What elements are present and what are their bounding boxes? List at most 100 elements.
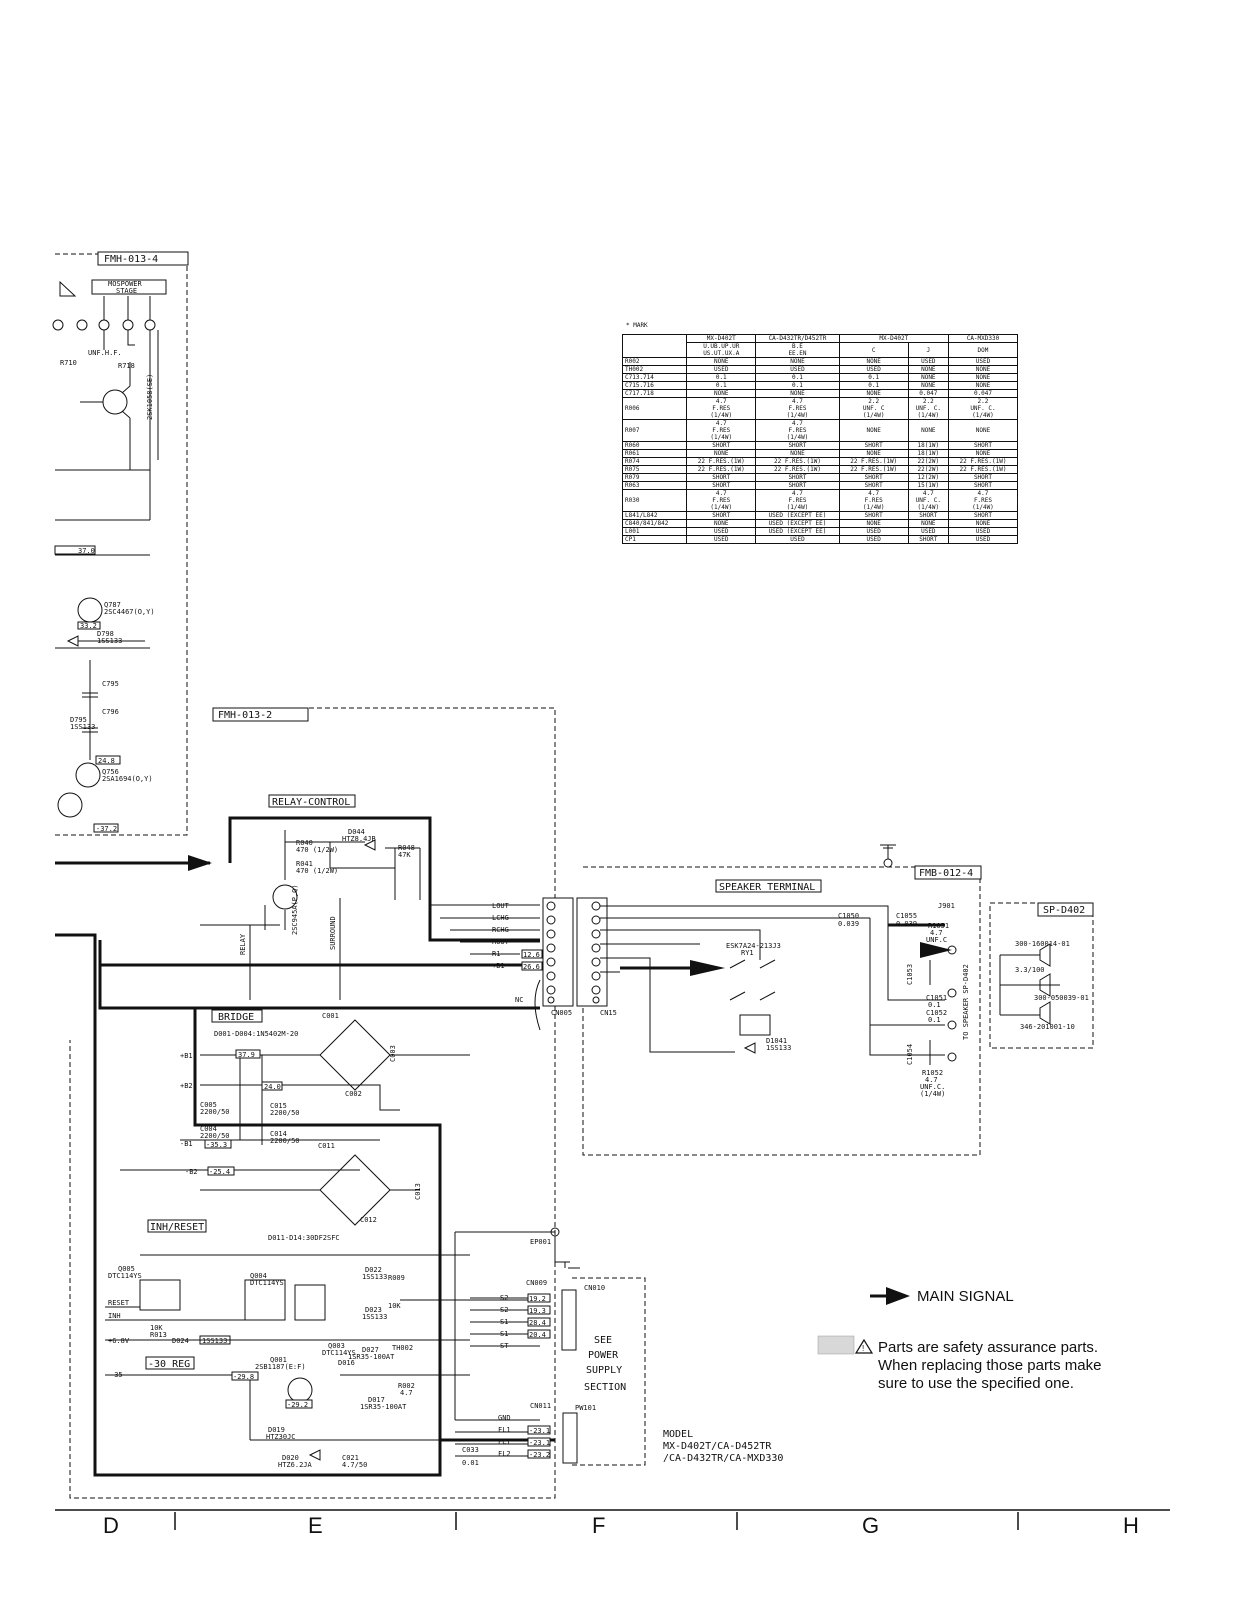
bm1-label: -B1: [180, 1140, 193, 1148]
sp3-label: 300-050039-01: [1034, 994, 1089, 1002]
ry1-label: RY1: [741, 949, 754, 957]
q001v-label: 2SB1187(E:F): [255, 1363, 306, 1371]
c004v-label: 2200/50: [200, 1132, 230, 1140]
table-cell: NONE: [907, 519, 949, 528]
table-cell: NONE: [907, 373, 949, 382]
c005v-label: 2200/50: [200, 1108, 230, 1116]
table-cell: NONE: [947, 373, 1019, 382]
table-cell: 0.1: [838, 373, 909, 382]
safety-shade-swatch: [817, 1335, 855, 1355]
table-row-ref: R079: [621, 473, 688, 482]
c015-label: C015: [270, 1102, 287, 1110]
d027-label: D027: [362, 1346, 379, 1354]
mospower-label: MOSPOWER: [108, 280, 143, 288]
speaker-thick: [620, 923, 945, 970]
see-label-2: POWER: [588, 1350, 619, 1361]
d019v-label: HTZ30JC: [266, 1433, 296, 1441]
table-cell: NONE: [686, 389, 757, 398]
r048v-label: 47K: [398, 851, 411, 859]
table-row-ref: TH002: [621, 365, 688, 374]
d017v-label: 1SR35-100AT: [360, 1403, 407, 1411]
c002-label: C002: [345, 1090, 362, 1098]
r1052v-label: 4.7: [925, 1076, 938, 1084]
table-cell: 2.2 UNF. C. (1/4W): [947, 397, 1019, 420]
v372-label: -37.2: [96, 825, 117, 833]
mark-sub-4: J: [907, 342, 949, 358]
safety-line-1: Parts are safety assurance parts.: [878, 1339, 1098, 1356]
j901-label: J901: [938, 902, 955, 910]
r009v-label: 10K: [388, 1302, 401, 1310]
table-row-ref: R030: [621, 489, 688, 512]
inh-label: INH: [108, 1312, 121, 1320]
warning-triangle-icon: [854, 1338, 874, 1354]
esk-label: ESK7A24-213J3: [726, 942, 781, 950]
q787v-label: 2SC4467(O,Y): [104, 608, 155, 616]
table-cell: SHORT: [838, 481, 909, 490]
column-label-h: H: [1123, 1513, 1139, 1538]
table-cell: SHORT: [686, 473, 757, 482]
power-connectors: EP001 CN009 CN010 SEE POWER SUPPLY SECTI…: [454, 1227, 646, 1467]
reset-label: RESET: [108, 1299, 130, 1307]
main-signal-arrow-2: [690, 960, 725, 976]
table-row-ref: C717.718: [621, 389, 688, 398]
c1054-label: C1054: [906, 1044, 914, 1065]
cn005-cn15-connectors: CN005 CN15 NC LOUT LCHG RCHG ROUT R1 +B1…: [430, 897, 617, 1031]
table-cell: SHORT: [838, 441, 909, 450]
table-cell: 22 F.RES.(1W): [838, 457, 909, 466]
d044-label: D044: [348, 828, 365, 836]
table-cell: SHORT: [686, 511, 757, 520]
block-label-fmh0132: FMH-013-2: [218, 710, 272, 721]
table-cell: 4.7 F.RES (1/4W): [755, 489, 840, 512]
model-block: MODEL MX-D402T/CA-D452TR /CA-D432TR/CA-M…: [663, 1429, 783, 1464]
table-cell: USED: [686, 527, 757, 536]
table-cell: NONE: [947, 381, 1019, 390]
c795-label: C795: [102, 680, 119, 688]
table-cell: 22 F.RES.(1W): [947, 465, 1019, 474]
table-cell: USED (EXCEPT EE): [755, 519, 840, 528]
c014-label: C014: [270, 1130, 287, 1138]
c004-label: C004: [200, 1125, 217, 1133]
table-cell: 4.7 F.RES (1/4W): [947, 489, 1019, 512]
unfhf-label: UNF.H.F.: [88, 349, 122, 357]
table-cell: NONE: [947, 519, 1019, 528]
table-cell: 22 F.RES.(1W): [755, 465, 840, 474]
d023v-label: 1SS133: [362, 1313, 387, 1321]
table-cell: 4.7 F.RES (1/4W): [755, 419, 840, 442]
table-cell: USED: [907, 527, 949, 536]
cn011-label: CN011: [530, 1402, 551, 1410]
c033-label: C033: [462, 1446, 479, 1454]
table-cell: USED: [686, 365, 757, 374]
table-row-ref: R002: [621, 357, 688, 366]
block-label-fmb0124: FMB-012-4: [919, 868, 973, 879]
c005-label: C005: [200, 1101, 217, 1109]
table-cell: USED: [755, 535, 840, 544]
v-fct-label: -23.1: [529, 1439, 550, 1447]
block-label-spd402: SP-D402: [1043, 905, 1085, 916]
table-cell: 4.7 UNF. C. (1/4W): [907, 489, 949, 512]
v-bm2-label: -25.4: [209, 1168, 230, 1176]
table-cell: SHORT: [947, 481, 1019, 490]
c1051-label: C1051: [926, 994, 947, 1002]
block-fmh0132: FMH-013-2: [69, 707, 556, 1499]
c796-label: C796: [102, 708, 119, 716]
table-row-ref: R075: [621, 465, 688, 474]
sp2-label: 3.3/100: [1015, 966, 1045, 974]
table-cell: NONE: [755, 357, 840, 366]
table-cell: SHORT: [755, 441, 840, 450]
see-label-4: SECTION: [584, 1382, 626, 1393]
d044v-label: HTZ8.4JB: [342, 835, 376, 843]
table-cell: SHORT: [907, 511, 949, 520]
b2-label: +B2: [180, 1082, 193, 1090]
table-cell: USED (EXCEPT EE): [755, 511, 840, 520]
mark-header-2: CA-D432TR/D452TR: [755, 334, 840, 343]
v247-label: 24.8: [98, 757, 115, 765]
table-cell: SHORT: [838, 511, 909, 520]
mark-header-4: CA-MXD330: [947, 334, 1019, 343]
d027v-label: 1SR35-100AT: [348, 1353, 395, 1361]
table-cell: 0.1: [755, 381, 840, 390]
